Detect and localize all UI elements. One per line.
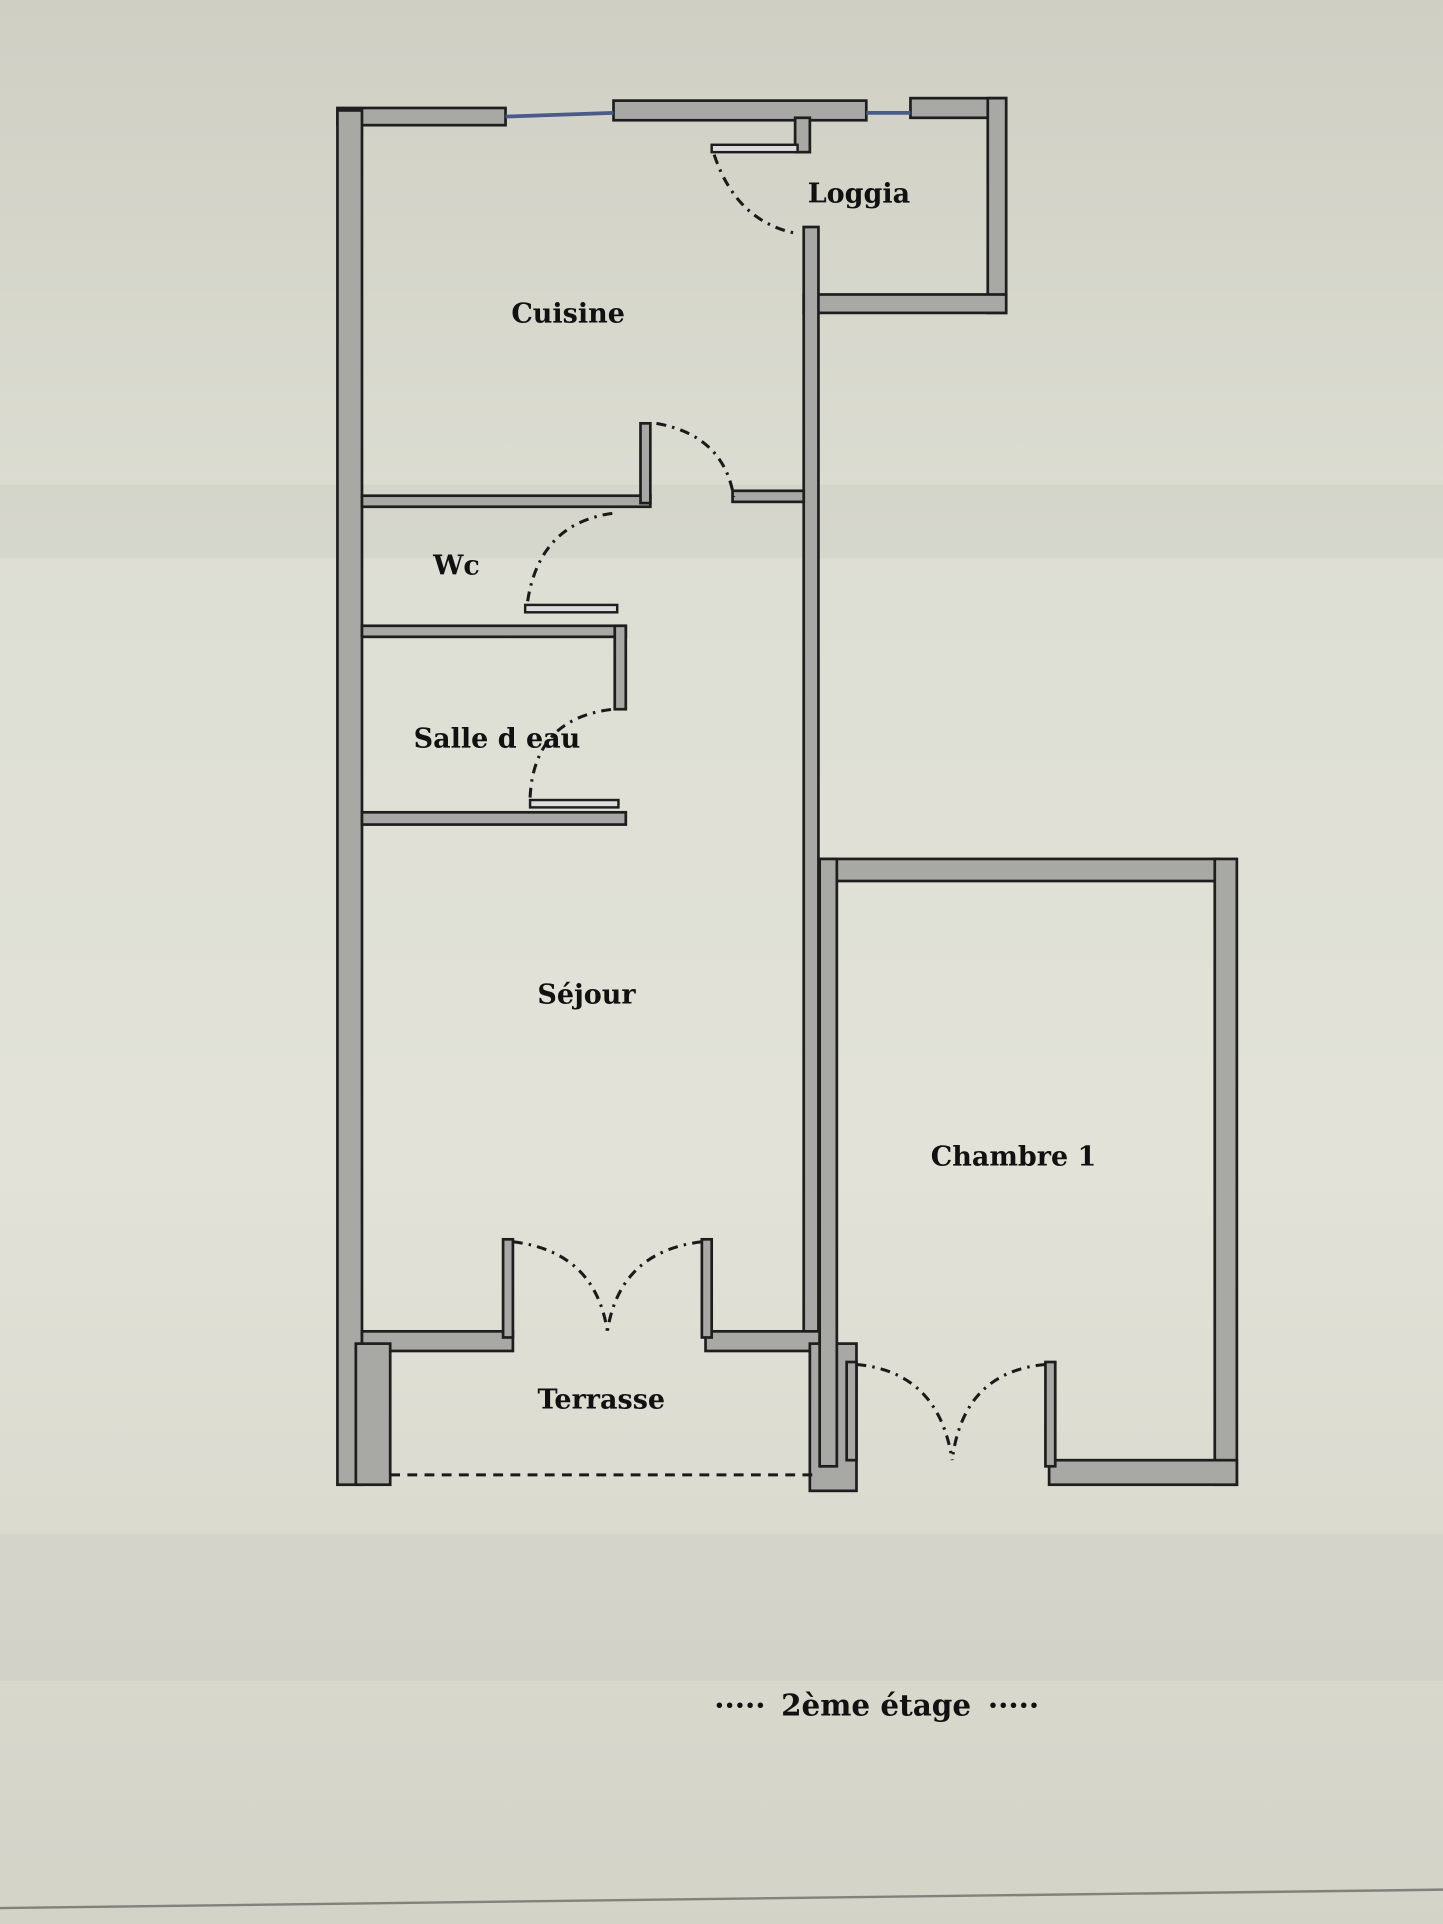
doors [390, 143, 1046, 1477]
room-label-wc: Wc [432, 550, 480, 581]
room-label-terrasse: Terrasse [537, 1385, 665, 1416]
room-label-loggia: Loggia [808, 178, 910, 209]
room-label-chambre-1: Chambre 1 [931, 1142, 1097, 1173]
caption-dots-right: ····· [988, 1687, 1039, 1722]
room-labels: Loggia Cuisine Wc Salle d eau Séjour Cha… [414, 178, 1097, 1415]
room-label-salle-deau: Salle d eau [414, 723, 581, 754]
room-label-cuisine: Cuisine [511, 299, 625, 330]
caption-dots-left: ····· [714, 1687, 765, 1722]
bleed-through-texture [0, 1888, 1443, 1910]
room-label-sejour: Séjour [537, 980, 636, 1011]
walls [336, 96, 1239, 1493]
floor-caption: ····· 2ème étage ····· [714, 1687, 1039, 1722]
caption-floor: 2ème étage [781, 1687, 971, 1722]
